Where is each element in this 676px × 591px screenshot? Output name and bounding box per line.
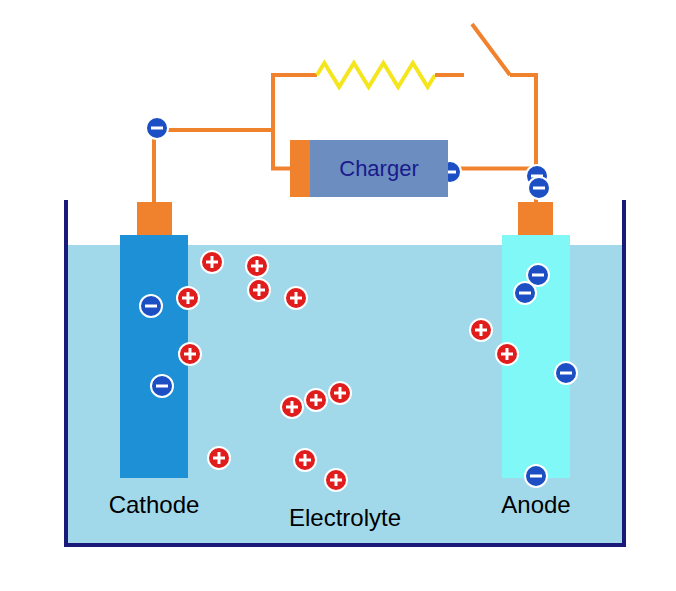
container-wall (66, 200, 624, 545)
node-label: Charger (310, 156, 448, 182)
wire-connector (154, 24, 536, 202)
cathode-node: Cathode (120, 202, 188, 478)
cation-symbol (246, 255, 268, 277)
anode-node: Anode (502, 202, 570, 478)
sign-bar (211, 256, 214, 268)
particle-circle (179, 343, 201, 365)
particle-circle (177, 287, 199, 309)
sign-bar (506, 348, 509, 360)
sign-bar (256, 260, 259, 272)
particle-circle (246, 255, 268, 277)
cation-symbol (329, 382, 351, 404)
sign-bar (187, 292, 190, 304)
cathode-electrode (120, 235, 188, 478)
sign-bar (315, 394, 318, 406)
particle-circle (329, 382, 351, 404)
cation-symbol (325, 469, 347, 491)
cation-symbol (285, 287, 307, 309)
particle-circle (248, 279, 270, 301)
cation-symbol (248, 279, 270, 301)
particle-circle (525, 465, 547, 487)
sign-bar (145, 305, 157, 308)
sign-bar (480, 324, 483, 336)
cation-symbol (281, 396, 303, 418)
electron-symbol (528, 177, 550, 199)
particle-circle (294, 449, 316, 471)
electron-symbol (151, 375, 173, 397)
particle-circle (208, 447, 230, 469)
electron-symbol (555, 362, 577, 384)
electron-symbol (525, 465, 547, 487)
charger-cap (290, 140, 312, 197)
sign-bar (339, 387, 342, 399)
particle-circle (140, 295, 162, 317)
electrolyte-region: ElectrolyteCathodeAnode (66, 200, 624, 545)
wire-connector (154, 130, 310, 202)
particle-circle (151, 375, 173, 397)
wire-segment (435, 73, 464, 77)
particle-circle (528, 177, 550, 199)
electron-symbol (514, 282, 536, 304)
cation-symbol (470, 319, 492, 341)
sign-bar (304, 454, 307, 466)
particle-circle (496, 343, 518, 365)
sign-bar (218, 452, 221, 464)
cathode-terminal (137, 202, 172, 236)
particle-circle (555, 362, 577, 384)
cation-symbol (496, 343, 518, 365)
wire-segment (317, 63, 435, 87)
ion-group (140, 117, 577, 491)
wire-segment (154, 130, 310, 202)
sign-bar (532, 274, 544, 277)
cation-symbol (305, 389, 327, 411)
cation-symbol (177, 287, 199, 309)
sign-bar (519, 292, 531, 295)
electron-symbol (146, 117, 168, 139)
particle-circle (201, 251, 223, 273)
particle-circle (285, 287, 307, 309)
particle-circle (514, 282, 536, 304)
sign-bar (156, 385, 168, 388)
node-label: Electrolyte (289, 504, 401, 532)
sign-bar (560, 372, 572, 375)
cation-symbol (294, 449, 316, 471)
charger-box: Charger (310, 140, 448, 197)
sign-bar (151, 127, 163, 130)
particle-circle (470, 319, 492, 341)
particle-circle (146, 117, 168, 139)
node-label: Anode (501, 491, 570, 519)
electron-symbol (140, 295, 162, 317)
cation-symbol (201, 251, 223, 273)
sign-bar (533, 187, 545, 190)
node-label: Cathode (109, 491, 200, 519)
particle-circle (325, 469, 347, 491)
cation-symbol (179, 343, 201, 365)
sign-bar (335, 474, 338, 486)
sign-bar (530, 475, 542, 478)
wire-segment (154, 75, 317, 202)
sign-bar (189, 348, 192, 360)
sign-bar (291, 401, 294, 413)
anode-terminal (518, 202, 553, 236)
particle-circle (281, 396, 303, 418)
particle-circle (305, 389, 327, 411)
cation-symbol (208, 447, 230, 469)
wire-segment (472, 24, 510, 75)
sign-bar (258, 284, 261, 296)
sign-bar (295, 292, 298, 304)
